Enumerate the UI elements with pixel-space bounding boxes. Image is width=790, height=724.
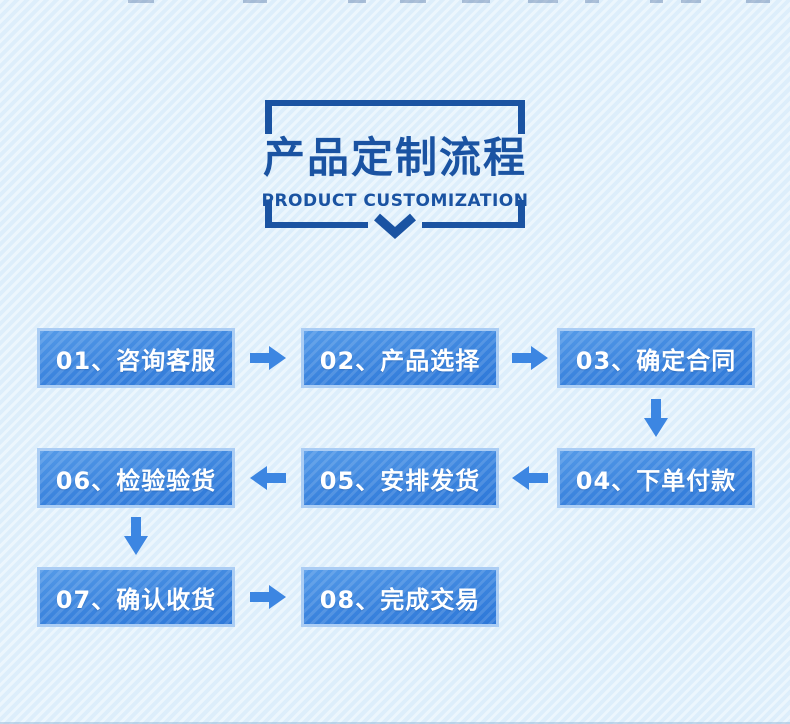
top-fragment [348,0,366,3]
flow-step-03: 03、确定合同 [557,328,755,388]
flow-step-04: 04、下单付款 [557,448,755,508]
flow-step-08: 08、完成交易 [301,567,499,627]
flow-step-05: 05、安排发货 [301,448,499,508]
arrow-down-icon [642,399,670,437]
top-fragment [462,0,490,3]
arrow-right-icon [250,583,286,611]
bottom-edge-line [0,722,790,724]
title-bracket-top [265,100,525,134]
top-fragment [528,0,558,3]
top-fragment [400,0,426,3]
arrow-right-icon [250,344,286,372]
top-fragment [243,0,267,3]
title-bracket-bottom-right [422,200,525,228]
flow-step-02: 02、产品选择 [301,328,499,388]
top-fragment [681,0,701,3]
top-fragment [128,0,154,3]
arrow-down-icon [122,517,150,555]
title-bracket-bottom-left [265,200,368,228]
flow-step-06: 06、检验验货 [37,448,235,508]
arrow-left-icon [250,464,286,492]
top-fragment [585,0,599,3]
chevron-down-icon [373,213,417,240]
flow-step-07: 07、确认收货 [37,567,235,627]
arrow-right-icon [512,344,548,372]
page-subtitle: PRODUCT CUSTOMIZATION [261,191,529,211]
flow-step-01: 01、咨询客服 [37,328,235,388]
top-fragment [746,0,770,3]
arrow-left-icon [512,464,548,492]
page-title: 产品定制流程 [262,133,527,182]
top-fragment [650,0,663,3]
